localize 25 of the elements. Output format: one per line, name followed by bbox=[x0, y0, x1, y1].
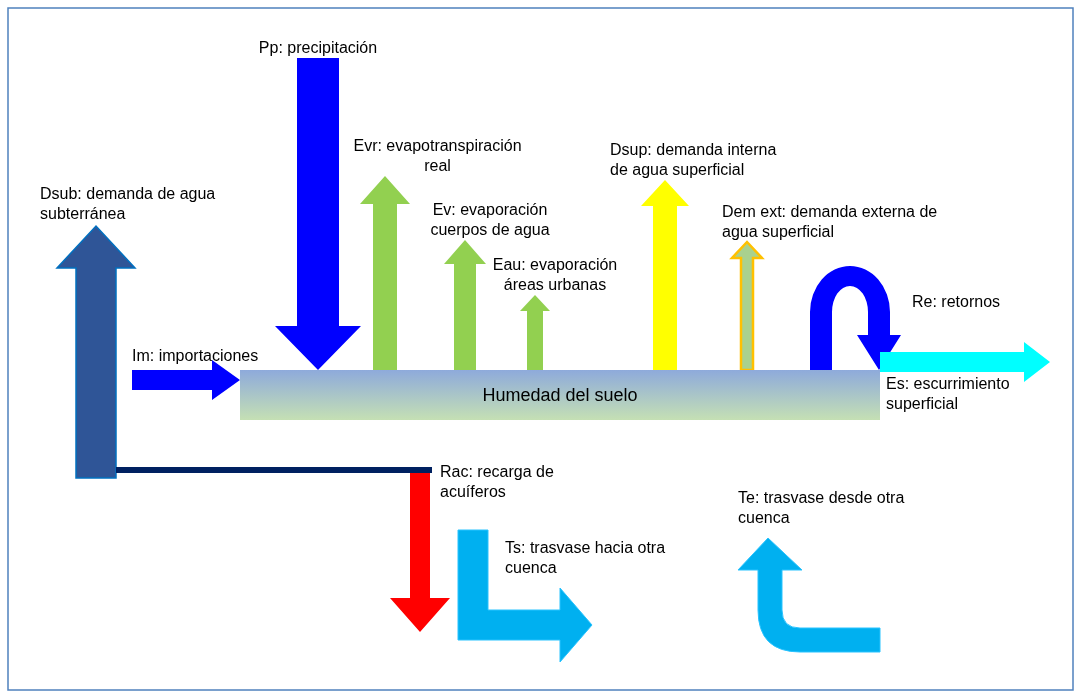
flow-label: Ts: trasvase hacia otra cuenca bbox=[505, 538, 667, 578]
import-arrow bbox=[132, 360, 240, 400]
flow-label: Dsup: demanda interna de agua superficial bbox=[610, 140, 795, 180]
evaporation-arrow bbox=[444, 240, 486, 370]
node-label: Humedad del suelo bbox=[482, 384, 638, 406]
flow-label: Es: escurrimiento superficial bbox=[886, 374, 1056, 414]
return-arrow bbox=[810, 266, 901, 370]
flow-label: Im: importaciones bbox=[132, 346, 272, 366]
flow-label: Te: trasvase desde otra cuenca bbox=[738, 488, 906, 528]
flow-label: Dsub: demanda de agua subterránea bbox=[40, 184, 230, 224]
demand-arrow bbox=[729, 240, 765, 372]
runoff-arrow bbox=[880, 342, 1050, 382]
demand-arrow bbox=[55, 224, 137, 479]
precipitation-arrow bbox=[275, 58, 361, 370]
soil-moisture-bar bbox=[240, 370, 880, 420]
evapotranspiration-arrow bbox=[360, 176, 410, 370]
edge-label: Re: retornos bbox=[912, 292, 1002, 312]
flow-label: Pp: precipitación bbox=[213, 38, 423, 58]
flow-label: Ev: evaporación cuerpos de agua bbox=[415, 200, 565, 240]
evaporation-arrow bbox=[520, 295, 550, 370]
flow-label: Rac: recarga de acuíferos bbox=[440, 462, 555, 502]
flow-label: Evr: evapotranspiración real bbox=[345, 136, 530, 176]
flow-label: Dem ext: demanda externa de agua superficial bbox=[722, 202, 962, 242]
flow-label: Eau: evaporación áreas urbanas bbox=[480, 255, 630, 295]
demand-arrow bbox=[641, 180, 689, 370]
